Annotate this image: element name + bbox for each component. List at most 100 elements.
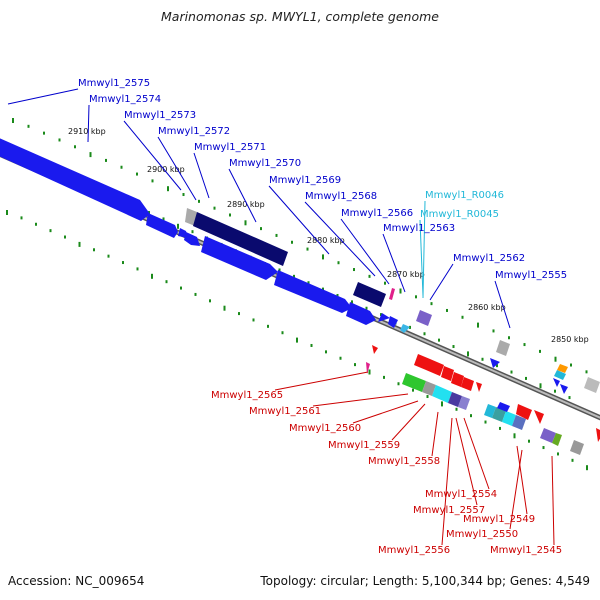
rna-mmwyl1-r0045[interactable]	[400, 324, 410, 333]
reverse-gene-label[interactable]: Mmwyl1_2559	[328, 440, 400, 451]
forward-strand-genes	[0, 134, 600, 394]
track-dot	[368, 274, 371, 278]
gene-mmwyl1-2570[interactable]	[193, 212, 288, 266]
gene-fwd-far4[interactable]	[554, 370, 566, 380]
forward-callouts	[7, 88, 511, 329]
track-dot	[455, 407, 458, 411]
callout-line	[274, 371, 369, 391]
gene-mmwyl1-2575[interactable]	[0, 134, 150, 221]
callout-line	[516, 445, 528, 515]
rna-mmwyl1-r0046[interactable]	[389, 288, 395, 300]
forward-gene-label[interactable]: Mmwyl1_2555	[495, 270, 567, 281]
track-dot	[194, 292, 197, 296]
track-dot	[467, 351, 469, 357]
track-dot	[78, 241, 81, 247]
callout-line	[431, 411, 439, 457]
gene-red-arrow-a[interactable]	[516, 404, 532, 420]
gene-mmwyl1-2561-box[interactable]	[416, 310, 432, 326]
forward-gene-label[interactable]: Mmwyl1_2569	[269, 175, 341, 186]
scale-tick-label: 2880 kbp	[307, 236, 345, 245]
gene-red-far[interactable]	[596, 428, 600, 442]
reverse-gene-label[interactable]: Mmwyl1_2561	[249, 406, 321, 417]
gene-mmwyl1-2550[interactable]	[497, 402, 510, 412]
gene-mmwyl1-2556[interactable]	[502, 411, 516, 426]
forward-gene-label[interactable]: Mmwyl1_2563	[383, 223, 455, 234]
gene-fwd-small[interactable]	[490, 358, 500, 368]
forward-gene-label[interactable]: Mmwyl1_2575	[78, 78, 150, 89]
gene-mmwyl1-2571[interactable]	[185, 208, 197, 226]
gene-green-block[interactable]	[402, 373, 426, 392]
gene-mmwyl1-2572[interactable]	[184, 232, 200, 246]
gene-mmwyl1-2568[interactable]	[274, 270, 352, 313]
reverse-gene-label[interactable]: Mmwyl1_2556	[378, 545, 450, 556]
reverse-gene-label[interactable]: Mmwyl1_2558	[368, 456, 440, 467]
gene-fwd-far[interactable]	[560, 384, 568, 394]
forward-gene-label[interactable]: Mmwyl1_2573	[124, 110, 196, 121]
gene-mmwyl1-2557[interactable]	[492, 407, 506, 422]
gene-fwd-far2[interactable]	[584, 377, 600, 393]
gene-mmwyl1-2565[interactable]	[366, 362, 370, 374]
forward-gene-label[interactable]: Mmwyl1_2562	[453, 253, 525, 264]
gene-red-arrow-b[interactable]	[534, 410, 544, 424]
reverse-gene-label[interactable]: Mmwyl1_2550	[446, 529, 518, 540]
forward-gene-label[interactable]: Mmwyl1_2572	[158, 126, 230, 137]
track-dot	[337, 261, 340, 265]
track-dot	[136, 267, 139, 271]
gene-fwd-far5[interactable]	[553, 378, 560, 387]
track-dot	[568, 396, 571, 400]
gene-gray-small[interactable]	[570, 440, 584, 455]
reverse-gene-label[interactable]: Mmwyl1_2554	[425, 489, 497, 500]
scale-tick-label: 2870 kbp	[387, 270, 425, 279]
track-dot	[325, 350, 327, 354]
track-dot	[151, 179, 154, 183]
genome-summary-text: Topology: circular; Length: 5,100,344 bp…	[260, 574, 590, 588]
track-dot	[89, 152, 92, 158]
gene-mmwyl1-2558b[interactable]	[476, 382, 482, 392]
gene-mmwyl1-2559[interactable]	[451, 372, 464, 387]
track-dot	[554, 389, 556, 393]
forward-gene-label[interactable]: Mmwyl1_2566	[341, 208, 413, 219]
forward-gene-label[interactable]: Mmwyl1_2571	[194, 142, 266, 153]
reverse-gene-label[interactable]: Mmwyl1_2565	[211, 390, 283, 401]
track-dot	[399, 288, 402, 294]
track-dot	[252, 318, 255, 322]
gene-mmwyl1-2554[interactable]	[484, 404, 496, 418]
forward-gene-label[interactable]: Mmwyl1_R0046	[425, 190, 504, 201]
forward-gene-label[interactable]: Mmwyl1_R0045	[420, 209, 499, 220]
forward-gene-label[interactable]: Mmwyl1_2570	[229, 158, 301, 169]
map-title: Marinomonas sp. MWYL1, complete genome	[161, 9, 439, 24]
gene-slate-block[interactable]	[458, 396, 470, 410]
gene-mmwyl1-2563[interactable]	[346, 302, 376, 325]
gene-mmwyl1-2562[interactable]	[378, 313, 390, 322]
gene-fwd-far3[interactable]	[557, 364, 568, 373]
track-dot	[339, 356, 342, 360]
gene-mmwyl1-2574[interactable]	[146, 213, 178, 238]
scale-tick-label: 2890 kbp	[227, 200, 265, 209]
gene-mmwyl1-2549[interactable]	[512, 415, 526, 430]
gene-mmwyl1-2558[interactable]	[461, 377, 474, 391]
gene-mmwyl1-2555[interactable]	[496, 340, 510, 356]
gene-mmwyl1-2565b[interactable]	[372, 345, 378, 354]
gene-mmwyl1-2545[interactable]	[540, 428, 556, 443]
reverse-gene-label[interactable]: Mmwyl1_2560	[289, 423, 361, 434]
forward-gene-label[interactable]: Mmwyl1_2568	[305, 191, 377, 202]
track-dot	[523, 343, 526, 347]
gene-mmwyl1-2560[interactable]	[441, 366, 454, 381]
gene-gray-block[interactable]	[422, 381, 436, 396]
gene-mmwyl1-2561[interactable]	[414, 354, 444, 376]
callout-line	[441, 417, 453, 546]
track-dot	[496, 364, 498, 368]
reverse-gene-label[interactable]: Mmwyl1_2545	[490, 545, 562, 556]
reverse-gene-label[interactable]: Mmwyl1_2557	[413, 505, 485, 516]
callout-line	[268, 185, 330, 255]
gene-green-small[interactable]	[552, 433, 562, 446]
reverse-gene-label[interactable]: Mmwyl1_2549	[463, 514, 535, 525]
forward-gene-label[interactable]: Mmwyl1_2574	[89, 94, 161, 105]
gene-mmwyl1-2569[interactable]	[201, 236, 278, 280]
callout-line	[391, 403, 426, 441]
gene-purple-block[interactable]	[448, 392, 462, 407]
gene-cyan-block[interactable]	[432, 385, 452, 403]
gene-mmwyl1-2562b[interactable]	[388, 316, 398, 328]
callout-line	[228, 168, 257, 223]
gene-mmwyl1-2566[interactable]	[353, 282, 386, 307]
